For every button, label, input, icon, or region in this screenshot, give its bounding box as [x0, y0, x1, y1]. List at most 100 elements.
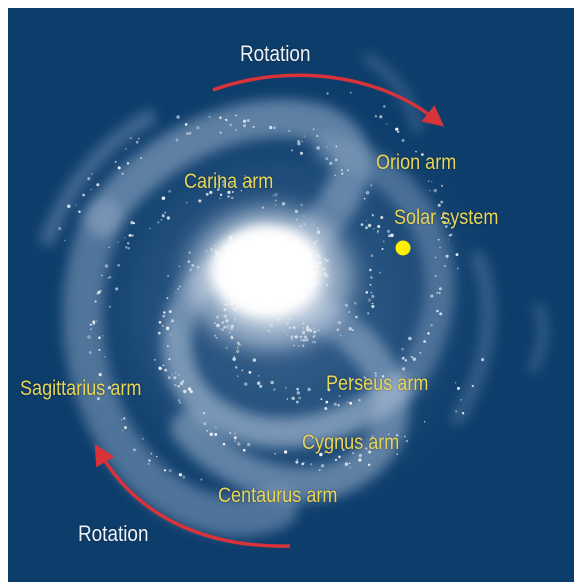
carina-arm-label: Carina arm	[184, 170, 274, 193]
star-speck	[434, 256, 437, 259]
star-speck	[386, 229, 391, 233]
star-speck	[396, 453, 399, 455]
star-speck	[312, 128, 315, 131]
star-speck	[209, 190, 213, 195]
star-speck	[445, 225, 448, 228]
star-speck	[333, 402, 337, 406]
star-speck	[87, 177, 91, 181]
star-speck	[219, 116, 222, 119]
star-speck	[440, 200, 444, 204]
star-speck	[334, 174, 336, 176]
cygnus-arm-label: Cygnus arm	[302, 431, 400, 454]
star-speck	[371, 214, 374, 217]
star-speck	[447, 239, 449, 241]
star-speck	[297, 142, 301, 146]
star-speck	[98, 348, 101, 351]
star-speck	[121, 172, 124, 175]
rotation-label-bottom: Rotation	[78, 521, 149, 546]
star-speck	[423, 340, 426, 343]
star-speck	[270, 380, 274, 385]
star-speck	[346, 401, 349, 404]
star-speck	[456, 267, 459, 270]
star-speck	[316, 146, 320, 150]
star-speck	[242, 182, 244, 185]
star-speck	[454, 381, 457, 384]
star-speck	[87, 335, 91, 339]
star-speck	[382, 240, 385, 243]
star-speck	[176, 115, 180, 119]
star-speck	[242, 124, 247, 128]
star-speck	[338, 395, 341, 397]
star-speck	[158, 366, 162, 371]
star-speck	[183, 389, 187, 394]
star-speck	[377, 225, 381, 228]
star-speck	[127, 246, 131, 250]
star-speck	[104, 264, 109, 268]
star-speck	[88, 351, 92, 354]
star-speck	[367, 463, 371, 467]
star-speck	[177, 374, 180, 376]
star-speck	[96, 183, 100, 187]
star-speck	[205, 192, 209, 196]
star-speck	[234, 440, 236, 442]
star-speck	[348, 462, 351, 465]
star-speck	[161, 324, 164, 327]
star-speck	[363, 376, 365, 378]
star-speck	[349, 466, 352, 469]
arm-band-2	[62, 198, 298, 537]
star-speck	[186, 132, 189, 135]
star-speck	[335, 145, 338, 148]
star-speck	[438, 287, 442, 291]
star-speck	[320, 398, 323, 401]
star-speck	[373, 228, 375, 230]
star-speck	[401, 347, 404, 351]
star-speck	[96, 397, 100, 401]
star-speck	[438, 291, 441, 294]
star-speck	[433, 188, 437, 193]
star-speck	[341, 169, 343, 172]
star-speck	[252, 125, 255, 128]
star-speck	[141, 437, 144, 440]
star-speck	[284, 386, 287, 389]
star-speck	[395, 433, 399, 437]
star-speck	[117, 166, 121, 170]
star-speck	[301, 462, 305, 466]
star-speck	[124, 426, 127, 430]
star-speck	[164, 211, 167, 214]
star-speck	[297, 140, 300, 143]
star-speck	[395, 127, 399, 131]
star-speck	[125, 246, 128, 249]
star-speck	[374, 372, 377, 375]
star-speck	[216, 188, 220, 191]
star-speck	[257, 374, 260, 377]
star-speck	[234, 432, 236, 435]
star-speck	[387, 234, 392, 238]
star-speck	[177, 399, 181, 402]
star-speck	[90, 172, 93, 175]
star-speck	[230, 182, 234, 186]
star-speck	[175, 138, 179, 142]
milky-way-illustration	[40, 53, 549, 548]
star-speck	[163, 469, 167, 472]
star-speck	[405, 439, 409, 443]
star-speck	[374, 115, 378, 118]
star-speck	[377, 230, 379, 232]
star-speck	[319, 452, 323, 457]
rotation-arrow-bottom-icon	[94, 443, 291, 548]
star-speck	[161, 196, 166, 200]
star-speck	[401, 356, 405, 360]
star-speck	[427, 180, 430, 182]
star-speck	[326, 92, 329, 95]
star-speck	[115, 287, 119, 291]
star-speck	[320, 464, 325, 468]
star-speck	[117, 241, 119, 244]
star-speck	[291, 396, 295, 401]
star-speck	[182, 475, 186, 479]
star-speck	[397, 130, 400, 134]
star-speck	[436, 292, 439, 294]
star-speck	[96, 292, 99, 296]
star-speck	[168, 190, 171, 193]
arm-band-9	[528, 303, 549, 373]
star-speck	[347, 169, 350, 172]
star-speck	[206, 429, 209, 432]
